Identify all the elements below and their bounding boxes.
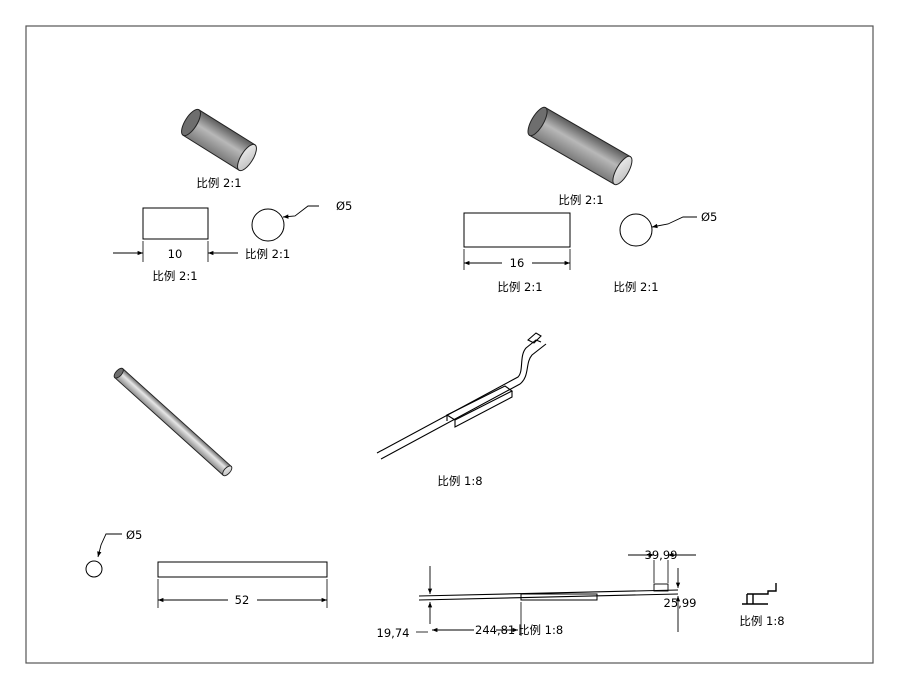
scale-label: 比例 1:8 (518, 623, 563, 637)
assembly-end-view (742, 583, 777, 605)
diameter-callout: Ø5 (701, 210, 717, 224)
scale-label: 比例 1:8 (437, 474, 482, 488)
height-dimension: 25,99 (664, 596, 697, 610)
length-dimension: 52 (235, 593, 250, 607)
iso-assembly-bracket (376, 332, 547, 460)
scale-label: 比例 2:1 (196, 176, 241, 190)
scale-label: 比例 2:1 (152, 269, 197, 283)
scale-label: 比例 2:1 (558, 193, 603, 207)
end-view-circle (619, 213, 697, 247)
sheet-border (25, 25, 874, 664)
width-dimension: 39,99 (645, 548, 678, 562)
length-dimension: 16 (510, 256, 525, 270)
scale-label: 比例 2:1 (613, 280, 658, 294)
side-view-rect-long (157, 561, 328, 608)
side-view-rect-medium (463, 212, 571, 270)
diameter-callout: Ø5 (336, 199, 352, 213)
scale-label: 比例 2:1 (497, 280, 542, 294)
diameter-callout: Ø5 (126, 528, 142, 542)
scale-label: 比例 1:8 (739, 614, 784, 628)
length-dimension: 10 (168, 247, 183, 261)
iso-cylinder-long (527, 106, 633, 186)
scale-label: 比例 2:1 (245, 247, 290, 261)
end-view-circle (251, 205, 319, 242)
offset-dimension: 19,74 (377, 626, 410, 640)
assembly-side-view (416, 552, 696, 636)
end-view-circle-small (85, 533, 122, 578)
length-dimension: 244,81 (475, 623, 515, 637)
iso-cylinder-short (181, 108, 257, 172)
iso-rod (113, 367, 233, 477)
side-view-rect-short (113, 207, 238, 262)
